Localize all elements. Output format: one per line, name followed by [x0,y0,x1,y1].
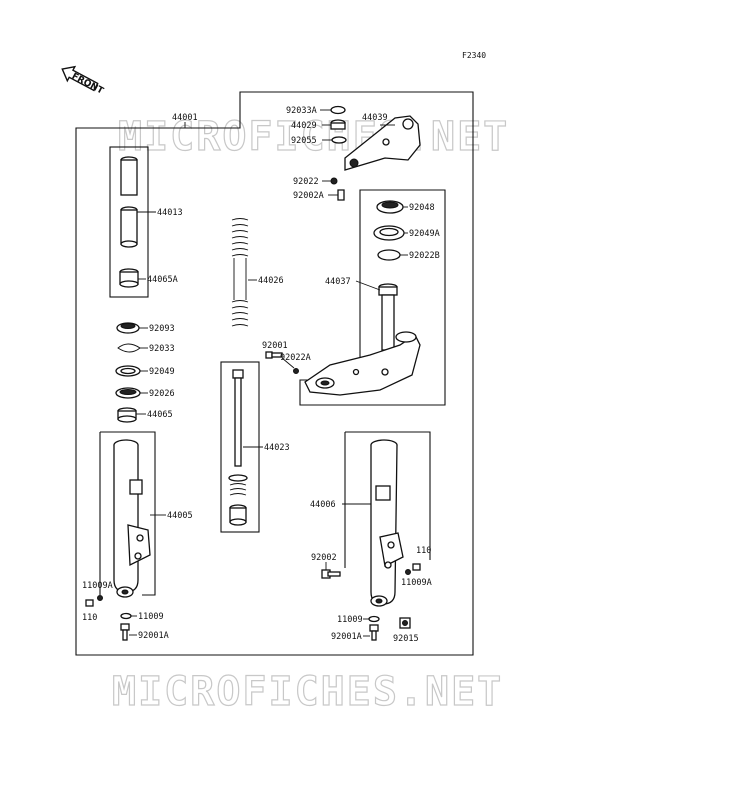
bleed-screw-right-part [405,569,411,575]
cap-part [330,119,346,130]
washer-small-part [330,177,338,185]
label-44039: 44039 [362,113,388,123]
front-arrow-icon: FRONT [61,65,106,97]
label-44037: 44037 [325,277,351,287]
label-92001A-right: 92001A [331,632,362,642]
label-11009-left: 11009 [138,612,164,622]
oring-part [330,105,346,115]
bearing-part [376,200,404,214]
label-44001: 44001 [172,113,198,123]
right-fork-outer-tube [370,439,404,607]
label-44023: 44023 [264,443,290,453]
left-fork-outer-tube [113,439,151,598]
label-92049A: 92049A [409,229,440,239]
label-11009A-left: 11009A [82,581,113,591]
label-92049: 92049 [149,367,175,377]
steering-stem-part [304,283,421,396]
label-92015: 92015 [393,634,419,644]
circlip-part [117,343,141,353]
label-44026: 44026 [258,276,284,286]
front-label: FRONT [70,72,106,97]
label-44006: 44006 [310,500,336,510]
label-92048: 92048 [409,203,435,213]
label-92022A: 92022A [280,353,311,363]
label-44065A: 44065A [147,275,178,285]
ring-part [331,136,347,144]
watermark-top: MICROFICHES.NET [118,114,509,160]
fork-spring-part [231,218,249,327]
bearing-race-part [373,225,405,241]
drain-bolt-part [85,599,94,607]
stem-bolt-part [265,351,283,359]
socket-bolt-part [120,623,130,641]
bleed-screw-part [97,595,103,601]
fork-tube-part [120,156,138,248]
upper-bracket-part [344,115,421,171]
oil-seal-part [116,322,140,334]
label-92093: 92093 [149,324,175,334]
frame-44013 [109,146,149,298]
label-92033A: 92033A [286,106,317,116]
stem-washer-part [293,368,299,374]
label-92002: 92002 [311,553,337,563]
watermark-bottom: MICROFICHES.NET [112,669,503,715]
label-110-right: 110 [416,546,431,556]
label-92001A-left: 92001A [138,631,169,641]
label-44005: 44005 [167,511,193,521]
diagram-code: F2340 [462,51,486,60]
label-44013: 44013 [157,208,183,218]
axle-pinch-bolt-part [321,569,341,579]
label-110-left: 110 [82,613,97,623]
label-92002A: 92002A [293,191,324,201]
label-11009A-right: 11009A [401,578,432,588]
axle-nut-part [399,617,411,629]
gasket-right-part [368,615,380,623]
bushing-part [119,268,139,288]
label-92033: 92033 [149,344,175,354]
label-44029: 44029 [291,121,317,131]
washer-part [115,365,141,377]
frame-44005 [99,431,156,596]
label-92022B: 92022B [409,251,440,261]
frame-44006 [344,431,431,568]
label-92001: 92001 [262,341,288,351]
pinch-bolt-part [337,189,345,201]
main-frame [75,91,474,656]
label-92055: 92055 [291,136,317,146]
drain-bolt-right-part [412,563,421,571]
socket-bolt-right-part [369,624,379,641]
label-11009-right: 11009 [337,615,363,625]
label-92022: 92022 [293,177,319,187]
label-92026: 92026 [149,389,175,399]
seal-ring-part [115,387,141,399]
dust-seal-part [377,249,401,261]
gasket-part [120,612,132,620]
label-44065: 44065 [147,410,173,420]
slide-bushing-part [117,407,137,423]
damper-rod-part [228,369,248,526]
